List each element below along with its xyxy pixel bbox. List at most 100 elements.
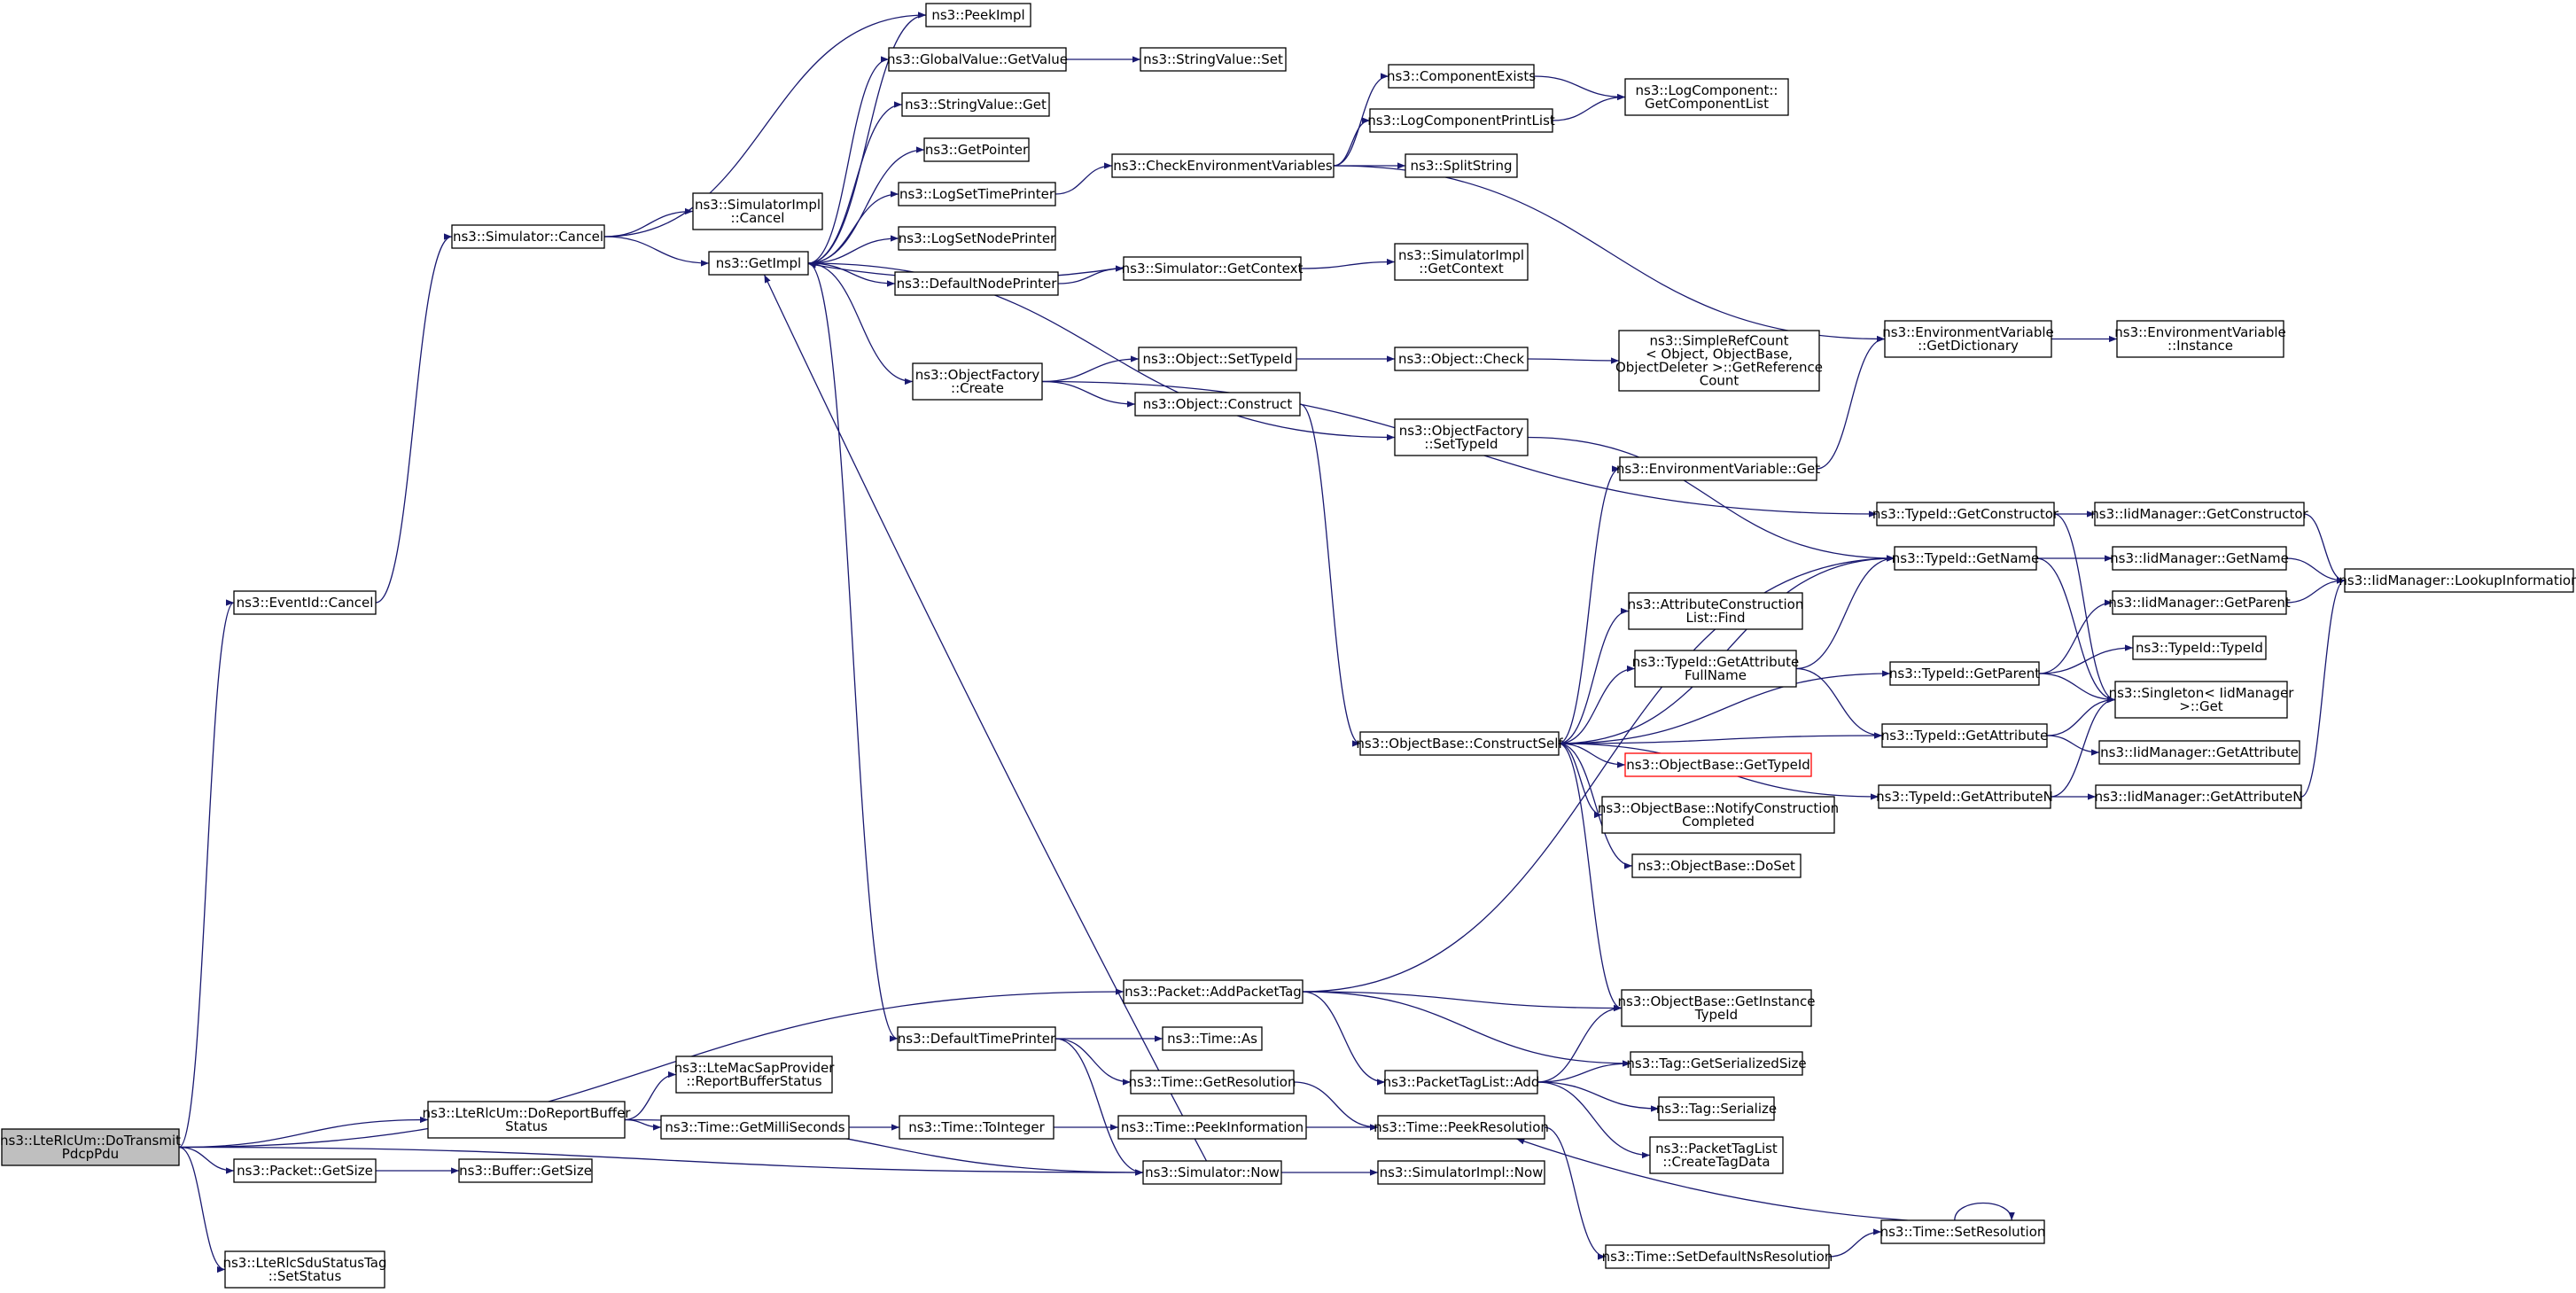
function-node-buffer-getsize[interactable]: ns3::Buffer::GetSize bbox=[458, 1158, 593, 1183]
function-node-time-peekresolution[interactable]: ns3::Time::PeekResolution bbox=[1374, 1115, 1549, 1140]
node-label: ns3::DefaultTimePrinter bbox=[898, 1031, 1056, 1047]
function-node-eventid-cancel[interactable]: ns3::EventId::Cancel bbox=[233, 590, 377, 615]
function-node-iid-getattribute[interactable]: ns3::IidManager::GetAttribute bbox=[2098, 740, 2300, 765]
call-edge-packettaglist-add-to-tag-getserializedsize bbox=[1537, 1060, 1631, 1083]
function-node-sv-get[interactable]: ns3::StringValue::Get bbox=[901, 92, 1050, 117]
function-node-sim-cancel[interactable]: ns3::Simulator::Cancel bbox=[451, 224, 605, 249]
call-edge-objbase-constructself-to-objbase-doset bbox=[1558, 743, 1633, 869]
node-box bbox=[1881, 723, 2048, 748]
call-edge-time-setresolution-to-time-setresolution bbox=[1954, 1203, 2015, 1221]
node-label: ::Cancel bbox=[731, 210, 785, 226]
function-node-compexists[interactable]: ns3::ComponentExists bbox=[1387, 64, 1536, 89]
function-node-objbase-notifyconstruction[interactable]: ns3::ObjectBase::NotifyConstructionCompl… bbox=[1598, 796, 1839, 834]
node-box bbox=[1658, 1096, 1775, 1121]
function-node-iid-lookupinfo[interactable]: ns3::IidManager::LookupInformation bbox=[2339, 568, 2576, 593]
call-edge-typeid-getparent-to-singleton-get bbox=[2038, 673, 2116, 704]
function-node-packettaglist-add[interactable]: ns3::PacketTagList::Add bbox=[1383, 1070, 1540, 1094]
function-node-typeid-getconstructor[interactable]: ns3::TypeId::GetConstructor bbox=[1872, 502, 2059, 526]
function-node-typeid-getattribute[interactable]: ns3::TypeId::GetAttribute bbox=[1881, 723, 2048, 748]
function-node-time-tointeger[interactable]: ns3::Time::ToInteger bbox=[899, 1115, 1055, 1140]
function-node-obj-settypeid[interactable]: ns3::Object::SetTypeId bbox=[1138, 347, 1297, 371]
function-node-sim-now[interactable]: ns3::Simulator::Now bbox=[1142, 1160, 1282, 1185]
node-label: ns3::StringValue::Set bbox=[1143, 51, 1283, 67]
function-node-tag-serialize[interactable]: ns3::Tag::Serialize bbox=[1656, 1096, 1777, 1121]
function-node-sim-getcontext[interactable]: ns3::Simulator::GetContext bbox=[1122, 256, 1304, 281]
node-box bbox=[692, 192, 823, 230]
node-box bbox=[2112, 590, 2287, 615]
node-label: ns3::IidManager::GetConstructor bbox=[2090, 506, 2308, 522]
function-node-packet-getsize[interactable]: ns3::Packet::GetSize bbox=[233, 1158, 377, 1183]
function-node-checkenv[interactable]: ns3::CheckEnvironmentVariables bbox=[1111, 153, 1335, 178]
function-node-getpointer[interactable]: ns3::GetPointer bbox=[923, 137, 1030, 162]
call-edge-iid-getparent-to-iid-lookupinfo bbox=[2285, 577, 2346, 604]
function-node-objbase-doset[interactable]: ns3::ObjectBase::DoSet bbox=[1631, 853, 1802, 878]
function-node-sv-set[interactable]: ns3::StringValue::Set bbox=[1140, 47, 1287, 72]
function-node-simimpl-now[interactable]: ns3::SimulatorImpl::Now bbox=[1377, 1160, 1545, 1185]
node-box bbox=[2094, 502, 2305, 526]
call-edge-typeid-getattribute-to-singleton-get bbox=[2046, 696, 2116, 736]
node-label: ns3::PacketTagList bbox=[1655, 1141, 1778, 1157]
function-node-iid-getattributen[interactable]: ns3::IidManager::GetAttributeN bbox=[2095, 784, 2303, 809]
function-node-iid-getconstructor[interactable]: ns3::IidManager::GetConstructor bbox=[2090, 502, 2309, 526]
function-node-typeid-getattributen[interactable]: ns3::TypeId::GetAttributeN bbox=[1876, 784, 2053, 809]
node-label: < Object, ObjectBase, bbox=[1646, 347, 1793, 362]
function-node-peekimpl[interactable]: ns3::PeekImpl bbox=[925, 3, 1031, 27]
function-node-objbase-constructself[interactable]: ns3::ObjectBase::ConstructSelf bbox=[1356, 731, 1563, 756]
function-node-simplerefcount[interactable]: ns3::SimpleRefCount< Object, ObjectBase,… bbox=[1615, 330, 1823, 392]
function-node-defaultnodeprinter[interactable]: ns3::DefaultNodePrinter bbox=[894, 271, 1059, 296]
function-node-time-getresolution[interactable]: ns3::Time::GetResolution bbox=[1129, 1070, 1296, 1094]
function-node-iid-getname[interactable]: ns3::IidManager::GetName bbox=[2110, 546, 2289, 571]
node-box bbox=[1619, 456, 1817, 481]
function-node-gv-getvalue[interactable]: ns3::GlobalValue::GetValue bbox=[887, 47, 1068, 72]
node-label: ns3::TypeId::GetAttribute bbox=[1881, 728, 2048, 744]
function-node-simimpl-getcontext[interactable]: ns3::SimulatorImpl::GetContext bbox=[1394, 243, 1529, 281]
function-node-splitstring[interactable]: ns3::SplitString bbox=[1405, 153, 1518, 178]
function-node-defaulttimeprinter[interactable]: ns3::DefaultTimePrinter bbox=[897, 1026, 1056, 1051]
function-node-simimpl-cancel[interactable]: ns3::SimulatorImpl::Cancel bbox=[692, 192, 823, 230]
function-node-objfactory-create[interactable]: ns3::ObjectFactory::Create bbox=[912, 362, 1043, 401]
function-node-singleton-get[interactable]: ns3::Singleton< IidManager>::Get bbox=[2109, 681, 2295, 719]
call-edge-iid-getattributen-to-iid-lookupinfo bbox=[2300, 577, 2346, 798]
function-node-getimpl[interactable]: ns3::GetImpl bbox=[708, 251, 809, 276]
function-node-typeid-typeid[interactable]: ns3::TypeId::TypeId bbox=[2132, 635, 2267, 660]
function-node-envvar-instance[interactable]: ns3::EnvironmentVariable::Instance bbox=[2114, 320, 2286, 358]
node-box bbox=[1130, 1070, 1295, 1094]
function-node-obj-check[interactable]: ns3::Object::Check bbox=[1394, 347, 1529, 371]
node-label: ns3::ObjectFactory bbox=[1399, 423, 1524, 439]
node-label: ns3::LogComponent:: bbox=[1636, 82, 1778, 98]
function-node-packet-addpackettag[interactable]: ns3::Packet::AddPacketTag bbox=[1123, 979, 1304, 1004]
node-box bbox=[427, 1101, 626, 1139]
function-node-time-getmilliseconds[interactable]: ns3::Time::GetMilliSeconds bbox=[660, 1115, 850, 1140]
function-node-packettaglist-createtagdata[interactable]: ns3::PacketTagList::CreateTagData bbox=[1649, 1136, 1784, 1174]
function-node-logcomp-getlist[interactable]: ns3::LogComponent::GetComponentList bbox=[1624, 78, 1789, 116]
node-box bbox=[1384, 1070, 1538, 1094]
function-node-obj-construct[interactable]: ns3::Object::Construct bbox=[1134, 392, 1301, 417]
function-node-logsetnodeprinter[interactable]: ns3::LogSetNodePrinter bbox=[898, 226, 1056, 251]
function-node-envvar-get[interactable]: ns3::EnvironmentVariable::Get bbox=[1616, 456, 1820, 481]
function-node-time-setresolution[interactable]: ns3::Time::SetResolution bbox=[1880, 1219, 2046, 1244]
function-node-envvar-getdict[interactable]: ns3::EnvironmentVariable::GetDictionary bbox=[1882, 320, 2054, 358]
node-box bbox=[1123, 256, 1302, 281]
function-node-logcompprintlist[interactable]: ns3::LogComponentPrintList bbox=[1367, 108, 1555, 133]
function-node-objfactory-settypeid[interactable]: ns3::ObjectFactory::SetTypeId bbox=[1394, 418, 1529, 456]
function-node-iid-getparent[interactable]: ns3::IidManager::GetParent bbox=[2108, 590, 2291, 615]
function-node-time-peekinformation[interactable]: ns3::Time::PeekInformation bbox=[1117, 1115, 1307, 1140]
node-box bbox=[2114, 681, 2288, 719]
function-node-time-as[interactable]: ns3::Time::As bbox=[1162, 1026, 1263, 1051]
function-node-lterlcsdustatustag-setstatus[interactable]: ns3::LteRlcSduStatusTag::SetStatus bbox=[222, 1250, 387, 1289]
function-node-tag-getserializedsize[interactable]: ns3::Tag::GetSerializedSize bbox=[1626, 1051, 1807, 1076]
function-node-time-setdefaultnsresolution[interactable]: ns3::Time::SetDefaultNsResolution bbox=[1602, 1244, 1833, 1269]
node-label: ns3::Object::Construct bbox=[1143, 396, 1293, 412]
call-edge-typeid-getparent-to-iid-getparent bbox=[2038, 599, 2113, 674]
function-node-objbase-gettypeid[interactable]: ns3::ObjectBase::GetTypeId bbox=[1624, 752, 1812, 777]
function-node-typeid-getname[interactable]: ns3::TypeId::GetName bbox=[1892, 546, 2039, 571]
function-node-typeid-getparent[interactable]: ns3::TypeId::GetParent bbox=[1889, 661, 2040, 686]
function-node-ltemacsap-reportbufferstatus[interactable]: ns3::LteMacSapProvider::ReportBufferStat… bbox=[674, 1055, 836, 1094]
function-node-logsettimeprinter[interactable]: ns3::LogSetTimePrinter bbox=[898, 182, 1056, 206]
